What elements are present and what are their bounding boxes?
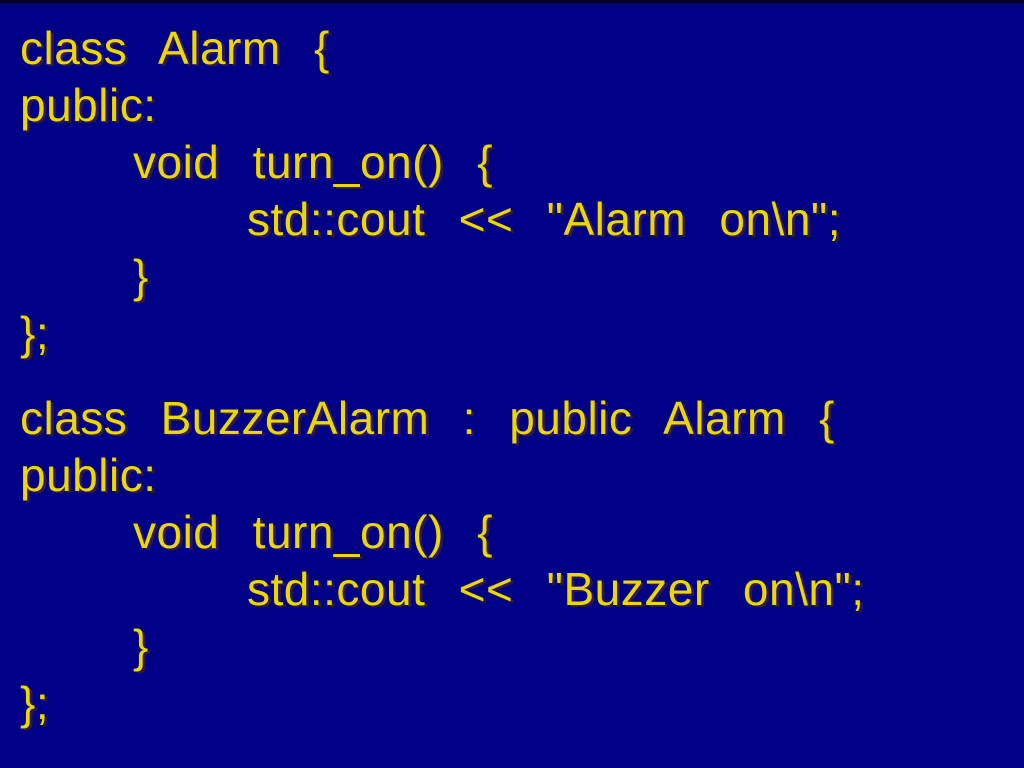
code-line: } xyxy=(133,250,149,302)
code-line: std::cout << "Alarm on\n"; xyxy=(247,193,842,245)
code-line: class BuzzerAlarm : public Alarm { xyxy=(20,392,835,444)
code-block-buzzeralarm-class: class BuzzerAlarm : public Alarm { publi… xyxy=(20,390,1024,732)
code-line: public: xyxy=(20,449,157,501)
code-line: void turn_on() { xyxy=(133,506,493,558)
code-block-alarm-class: class Alarm { public: void turn_on() { s… xyxy=(20,20,1024,362)
code-line: }; xyxy=(20,307,50,359)
top-edge-artifact xyxy=(0,0,1024,3)
code-line: std::cout << "Buzzer on\n"; xyxy=(247,563,865,615)
code-line: }; xyxy=(20,677,50,729)
code-line: void turn_on() { xyxy=(133,136,493,188)
code-line: class Alarm { xyxy=(20,22,330,74)
code-line: } xyxy=(133,620,149,672)
code-line: public: xyxy=(20,79,157,131)
